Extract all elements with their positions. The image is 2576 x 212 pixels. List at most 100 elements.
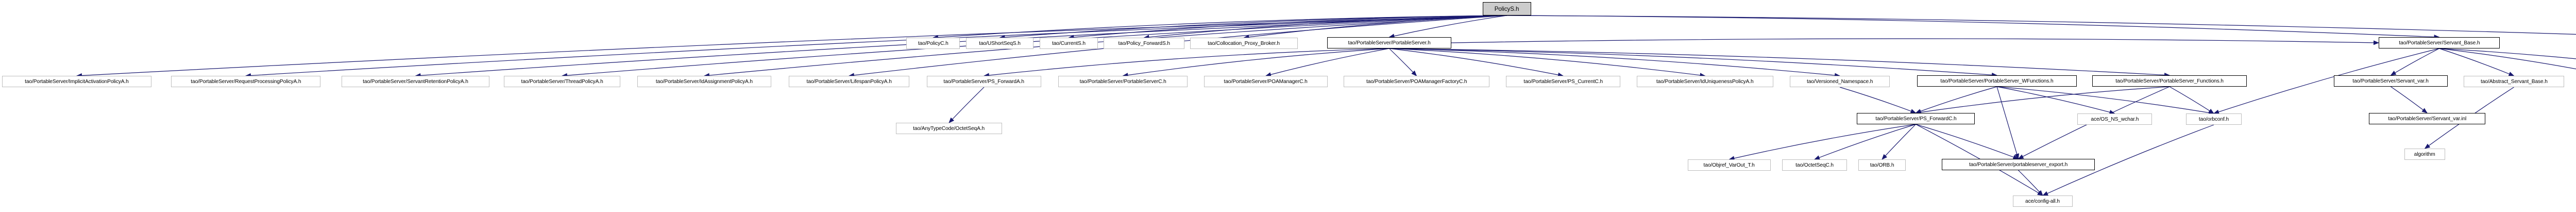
graph-node-label: tao/PortableServer/LifespanPolicyA.h: [806, 78, 892, 85]
graph-node-label: tao/PortableServer/POAManagerFactoryC.h: [1366, 78, 1467, 85]
graph-node[interactable]: PolicyS.h: [1483, 2, 1531, 15]
graph-node-label: tao/UShortSeqS.h: [979, 40, 1021, 46]
graph-edge: [1839, 87, 1917, 113]
graph-node[interactable]: tao/orbconf.h: [2186, 113, 2242, 125]
graph-edge: [1451, 38, 2379, 45]
graph-node[interactable]: ace/config-all.h: [2013, 195, 2073, 207]
graph-edge: [1122, 48, 1389, 78]
graph-node[interactable]: tao/PortableServer/ImplicitActivationPol…: [2, 76, 151, 87]
graph-edge: [1915, 86, 2170, 115]
graph-node[interactable]: tao/PortableServer/IdUniquenessPolicyA.h: [1637, 76, 1773, 87]
graph-edge: [2391, 86, 2428, 113]
graph-node-label: tao/PortableServer/PS_ForwardC.h: [1875, 115, 1957, 122]
graph-node-label: tao/PortableServer/Servant_Base.h: [2398, 39, 2480, 46]
graph-node-label: tao/PortableServer/ServantRetentionPolic…: [363, 78, 468, 85]
graph-edge: [1068, 15, 1507, 40]
graph-edge: [1143, 15, 1507, 40]
graph-edge: [1996, 86, 2020, 159]
graph-node[interactable]: tao/Abstract_Servant_Base.h: [2464, 76, 2564, 87]
graph-node-label: tao/PortableServer/IdUniquenessPolicyA.h: [1656, 78, 1754, 85]
graph-edge: [1506, 15, 2440, 40]
graph-edge: [1814, 124, 1916, 160]
graph-node[interactable]: tao/PortableServer/POAManagerC.h: [1204, 76, 1328, 87]
graph-node[interactable]: tao/PortableServer/ThreadPolicyA.h: [504, 76, 620, 87]
graph-edge: [2439, 48, 2576, 70]
graph-node[interactable]: tao/PortableServer/PortableServerC.h: [1058, 76, 1188, 87]
graph-node-label: PolicyS.h: [1495, 5, 1519, 12]
graph-node[interactable]: tao/Collocation_Proxy_Broker.h: [1190, 38, 1298, 49]
graph-node-label: tao/PortableServer/PS_ForwardA.h: [943, 78, 1025, 85]
graph-node-label: tao/PortableServer/Servant_var.h: [2352, 77, 2429, 84]
graph-node[interactable]: tao/PortableServer/LifespanPolicyA.h: [789, 76, 909, 87]
graph-node[interactable]: tao/Versioned_Namespace.h: [1790, 76, 1890, 87]
graph-node[interactable]: tao/PortableServer/portableserver_export…: [1942, 159, 2095, 170]
graph-edge: [1916, 124, 2019, 159]
graph-edge: [1728, 124, 1916, 161]
graph-node[interactable]: tao/AnyTypeCode/OctetSeqA.h: [896, 123, 1002, 134]
graph-edge: [1996, 86, 2115, 115]
graph-node-label: tao/Abstract_Servant_Base.h: [2480, 78, 2548, 85]
graph-edge: [2439, 48, 2576, 59]
graph-node[interactable]: tao/PortableServer/IdAssignmentPolicyA.h: [637, 76, 771, 87]
graph-node-label: algorithm: [2414, 151, 2436, 157]
graph-edge: [245, 15, 1507, 78]
graph-node[interactable]: algorithm: [2404, 149, 2445, 160]
graph-node[interactable]: tao/ORB.h: [1858, 159, 1906, 171]
graph-edge: [1389, 48, 1706, 78]
graph-node[interactable]: ace/OS_NS_wchar.h: [2077, 113, 2152, 125]
graph-node[interactable]: tao/PortableServer/Servant_var.inl: [2369, 113, 2485, 124]
graph-edge: [1389, 48, 2170, 77]
graph-node[interactable]: tao/PortableServer/PS_CurrentC.h: [1506, 76, 1620, 87]
graph-edge: [1389, 48, 1840, 78]
graph-node-label: tao/PortableServer/PortableServerC.h: [1079, 78, 1166, 85]
graph-edge: [933, 15, 1507, 40]
graph-node-label: ace/config-all.h: [2025, 198, 2060, 204]
graph-node[interactable]: tao/PortableServer/ServantRetentionPolic…: [342, 76, 489, 87]
graph-edge: [1388, 15, 1507, 39]
graph-node[interactable]: tao/PolicyC.h: [906, 38, 960, 49]
graph-node[interactable]: tao/Policy_ForwardS.h: [1104, 38, 1184, 49]
graph-edge: [1506, 15, 2576, 35]
graph-edge: [1996, 86, 2214, 115]
graph-node[interactable]: tao/OctetSeqC.h: [1782, 159, 1847, 171]
graph-node-label: tao/ORB.h: [1870, 161, 1894, 168]
graph-node[interactable]: tao/PortableServer/Servant_Base.h: [2379, 37, 2500, 48]
graph-node[interactable]: tao/PortableServer/PS_ForwardA.h: [927, 76, 1041, 87]
graph-node[interactable]: tao/UShortSeqS.h: [966, 38, 1033, 49]
graph-node-label: tao/PortableServer/PortableServer.h: [1348, 39, 1431, 46]
graph-node-label: tao/AnyTypeCode/OctetSeqA.h: [913, 125, 985, 132]
graph-node-label: tao/PortableServer/ThreadPolicyA.h: [521, 78, 603, 85]
graph-node[interactable]: tao/PortableServer/PortableServer.h: [1327, 37, 1451, 48]
graph-node[interactable]: tao/PortableServer/PortableServer_WFunct…: [1917, 75, 2077, 87]
graph-edge: [948, 87, 985, 123]
graph-node-label: tao/PortableServer/RequestProcessingPoli…: [190, 78, 301, 85]
graph-node[interactable]: tao/PortableServer/RequestProcessingPoli…: [171, 76, 320, 87]
graph-node[interactable]: tao/PortableServer/PortableServer_Functi…: [2092, 75, 2247, 87]
graph-node-label: tao/OctetSeqC.h: [1795, 161, 1834, 168]
graph-edge: [1915, 86, 1997, 113]
graph-edge: [1389, 48, 1417, 76]
graph-node[interactable]: tao/PortableServer/Servant_var.h: [2334, 75, 2448, 87]
graph-edge: [1265, 48, 1389, 77]
graph-node-label: tao/PolicyC.h: [918, 40, 948, 46]
graph-edge: [1882, 124, 1916, 160]
graph-node[interactable]: tao/PortableServer/PS_ForwardC.h: [1857, 113, 1975, 124]
graph-node[interactable]: tao/PortableServer/POAManagerFactoryC.h: [1344, 76, 1489, 87]
graph-node-label: tao/PortableServer/Servant_var.inl: [2388, 115, 2466, 122]
graph-node-label: tao/PortableServer/ImplicitActivationPol…: [25, 78, 129, 85]
graph-edge: [2018, 170, 2043, 196]
graph-node-label: tao/Policy_ForwardS.h: [1118, 40, 1170, 46]
graph-node-label: tao/PortableServer/IdAssignmentPolicyA.h: [655, 78, 753, 85]
graph-node-label: tao/PortableServer/PortableServer_WFunct…: [1940, 77, 2054, 84]
graph-node-label: tao/Versioned_Namespace.h: [1806, 78, 1873, 85]
graph-node[interactable]: tao/CurrentS.h: [1040, 38, 1098, 49]
graph-edge: [2439, 48, 2515, 76]
graph-node-label: tao/orbconf.h: [2198, 116, 2229, 122]
graph-node[interactable]: tao/Objref_VarOut_T.h: [1688, 159, 1771, 171]
graph-edge: [1243, 15, 1507, 40]
graph-edge: [1389, 48, 1997, 77]
graph-node-label: tao/PortableServer/POAManagerC.h: [1224, 78, 1308, 85]
graph-node-label: tao/PortableServer/PortableServer_Functi…: [2115, 77, 2224, 84]
